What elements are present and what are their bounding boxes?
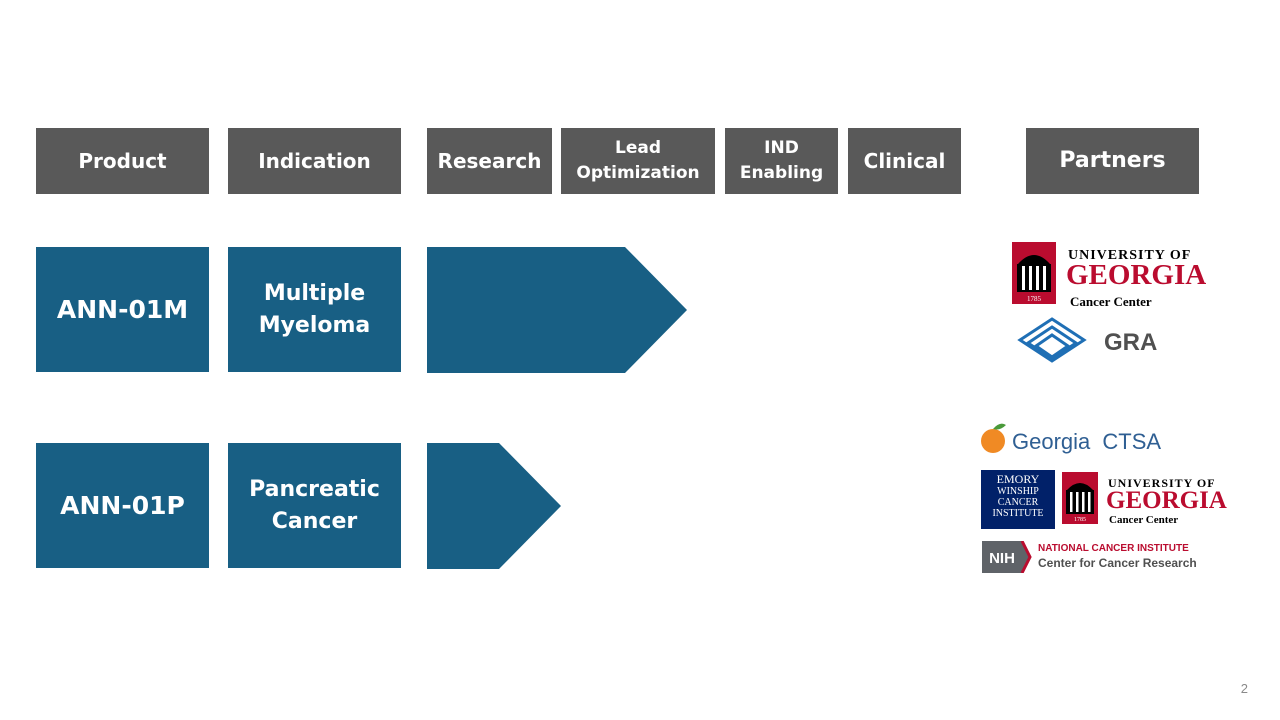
uga-line3: Cancer Center [1109, 514, 1179, 526]
page-number: 2 [1240, 681, 1248, 696]
georgia-ctsa-logo: Georgia CTSA [978, 420, 1188, 458]
nci-line2: Center for Cancer Research [1038, 556, 1197, 570]
product-ann-01p: ANN-01P [36, 443, 209, 568]
indication-multiple-myeloma: Multiple Myeloma [228, 247, 401, 372]
header-ind-enabling: IND Enabling [725, 128, 838, 194]
product-ann-01m: ANN-01M [36, 247, 209, 372]
uga-cancer-center-logo-2: 1785 UNIVERSITY OF GEORGIA Cancer Center [1062, 472, 1232, 530]
nci-ccr-logo: NIH NATIONAL CANCER INSTITUTE Center for… [982, 541, 1222, 573]
svg-text:1785: 1785 [1074, 517, 1086, 523]
uga-line2: GEORGIA [1106, 487, 1227, 514]
svg-text:1785: 1785 [1027, 295, 1042, 303]
emory-line2: WINSHIP [997, 486, 1039, 497]
nci-line1: NATIONAL CANCER INSTITUTE [1038, 543, 1189, 554]
header-research: Research [427, 128, 552, 194]
uga-line2: GEORGIA [1066, 259, 1207, 291]
header-product: Product [36, 128, 209, 194]
progress-arrow-ann-01p [427, 443, 561, 569]
georgia-ctsa-word2: CTSA [1102, 429, 1162, 454]
header-partners: Partners [1026, 128, 1199, 194]
indication-pancreatic-cancer: Pancreatic Cancer [228, 443, 401, 568]
uga-arch-icon: 1785 [1062, 472, 1098, 524]
uga-line1: UNIVERSITY OF [1068, 248, 1192, 263]
uga-line3: Cancer Center [1070, 294, 1152, 309]
emory-line3: CANCER [997, 497, 1039, 508]
header-clinical: Clinical [848, 128, 961, 194]
progress-arrow-ann-01m [427, 247, 687, 373]
peach-icon [981, 423, 1006, 453]
header-lead-optimization: Lead Optimization [561, 128, 715, 194]
georgia-ctsa-word1: Georgia [1012, 429, 1091, 454]
svg-text:NIH: NIH [989, 550, 1015, 567]
uga-line1: UNIVERSITY OF [1108, 476, 1216, 490]
uga-cancer-center-logo: 1785 UNIVERSITY OF GEORGIA Cancer Center [1012, 242, 1222, 310]
gra-mark-icon [1017, 317, 1087, 363]
emory-line1: EMORY [996, 472, 1040, 486]
header-indication: Indication [228, 128, 401, 194]
emory-winship-logo: EMORY WINSHIP CANCER INSTITUTE [981, 470, 1055, 529]
emory-line4: INSTITUTE [992, 508, 1044, 519]
gra-text: GRA [1104, 329, 1158, 356]
gra-logo: GRA [1016, 316, 1166, 374]
nih-badge-icon: NIH [982, 541, 1032, 573]
uga-arch-icon: 1785 [1012, 242, 1056, 304]
